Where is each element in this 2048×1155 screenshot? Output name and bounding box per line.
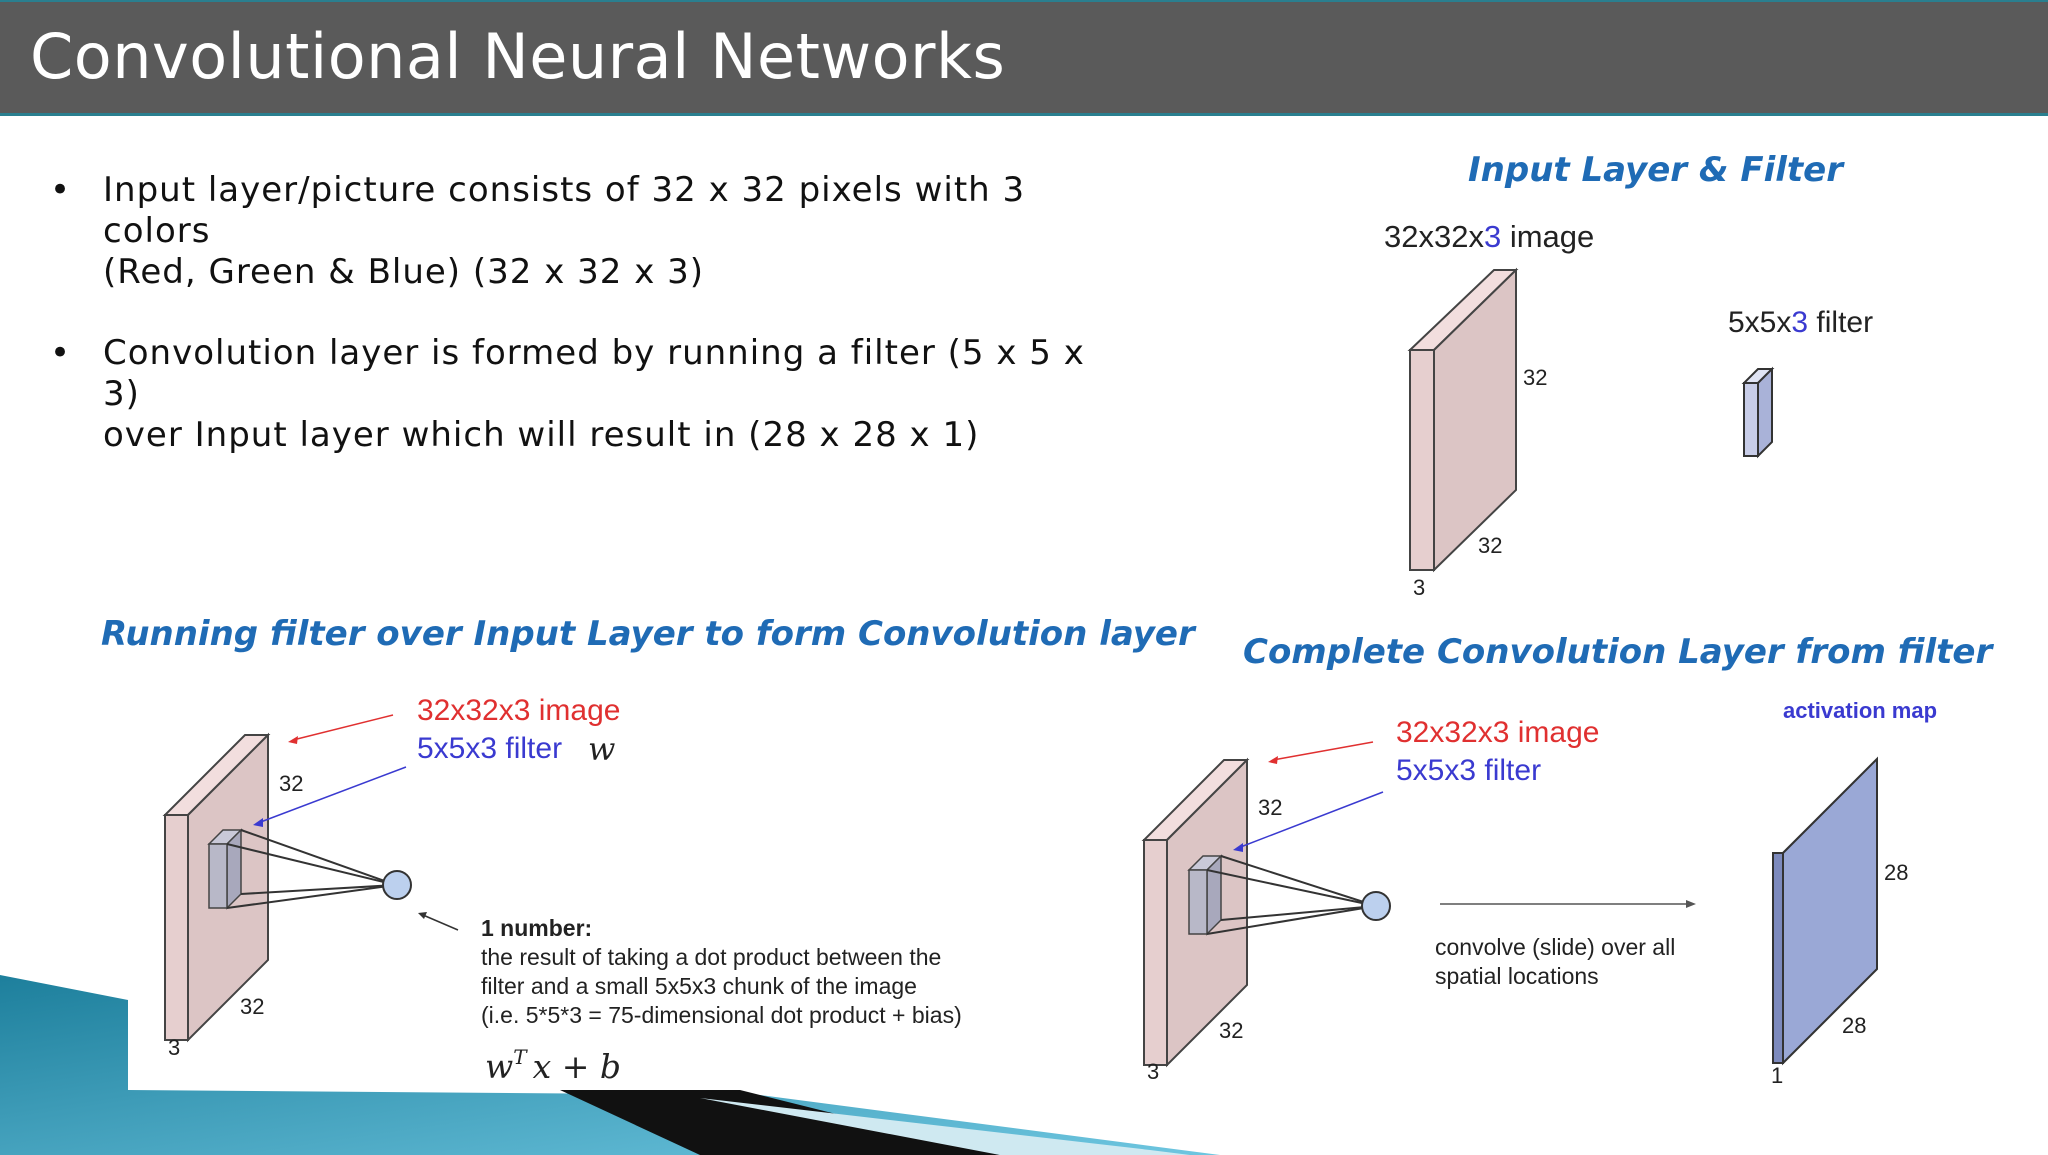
bullet-text-line: over Input layer which will result in (2…	[103, 415, 980, 455]
bullet-text-line: (Red, Green & Blue) (32 x 32 x 3)	[103, 252, 705, 292]
caption-complete-layer: Complete Convolution Layer from filter	[1243, 632, 1993, 672]
fig3-act-width-label: 28	[1842, 1013, 1866, 1038]
bullet-text-line: Input layer/picture consists of 32 x 32 …	[103, 170, 1026, 251]
fig2-filter-pointer	[257, 766, 407, 824]
fig2-filter-label: 5x5x3 filter	[417, 732, 562, 765]
fig2-image-pointer	[292, 714, 394, 741]
fig2-filter-side	[226, 828, 242, 910]
fig3-slide-text: convolve (slide) over all	[1435, 934, 1675, 960]
fig1-image-label: 32x32x3 image	[1384, 219, 1594, 254]
fig2-image-label: 32x32x3 image	[417, 694, 620, 727]
fig2-height-label: 32	[279, 771, 303, 796]
fig2-filter-front	[208, 843, 228, 909]
fig3-width-label: 32	[1219, 1018, 1243, 1043]
fig2-note-line: (i.e. 5*5*3 = 75-dimensional dot product…	[481, 1002, 962, 1028]
fig2-depth-label: 3	[168, 1035, 180, 1060]
figure-complete-layer: 32x32x3 image 5x5x3 filter 32 32 3 convo…	[1130, 690, 2010, 1100]
fig2-volume-front	[164, 814, 189, 1041]
fig1-height-label: 32	[1523, 365, 1547, 390]
fig3-filter-side	[1206, 854, 1222, 936]
bullet-item: • Convolution layer is formed by running…	[50, 333, 1110, 456]
caption-input-filter: Input Layer & Filter	[1468, 150, 1843, 190]
fig2-note-title: 1 number:	[481, 915, 592, 941]
fig3-filter-label: 5x5x3 filter	[1396, 754, 1541, 787]
fig3-activation-label: activation map	[1783, 698, 1937, 723]
title-bar: Convolutional Neural Networks	[0, 0, 2048, 116]
fig3-activation-front	[1772, 852, 1784, 1064]
fig3-output-neuron	[1361, 891, 1391, 921]
fig2-filter-symbol: w	[588, 730, 615, 768]
fig1-width-label: 32	[1478, 533, 1502, 558]
fig1-volume-front	[1409, 349, 1435, 571]
bullet-dot-icon: •	[50, 170, 72, 210]
fig3-image-pointer	[1272, 741, 1374, 761]
fig2-width-label: 32	[240, 994, 264, 1019]
fig2-note-line: filter and a small 5x5x3 chunk of the im…	[481, 973, 917, 999]
fig2-number-pointer	[422, 914, 459, 931]
fig3-depth-label: 3	[1147, 1059, 1159, 1084]
figure-running-filter: 32x32x3 image 5x5x3 filter w 32 32 3 1 n…	[128, 660, 1028, 1090]
fig3-filter-front	[1188, 869, 1208, 935]
fig2-note-line: the result of taking a dot product betwe…	[481, 944, 941, 970]
fig1-depth-label: 3	[1413, 575, 1425, 600]
fig3-projection-lines	[1206, 855, 1377, 935]
bullet-list: • Input layer/picture consists of 32 x 3…	[50, 170, 1110, 496]
fig3-height-label: 32	[1258, 795, 1282, 820]
fig3-act-height-label: 28	[1884, 860, 1908, 885]
figure-input-filter: 32x32x3 image 32 32 3 5x5x3 filter	[1384, 219, 1873, 600]
bullet-text-line: Convolution layer is formed by running a…	[103, 333, 1085, 414]
fig2-output-neuron	[382, 870, 412, 900]
fig1-filter-label: 5x5x3 filter	[1728, 306, 1873, 339]
fig3-slide-text: spatial locations	[1435, 963, 1599, 989]
fig1-filter-front	[1743, 382, 1759, 457]
bullet-item: • Input layer/picture consists of 32 x 3…	[50, 170, 1110, 293]
fig3-image-label: 32x32x3 image	[1396, 716, 1599, 749]
slide-title: Convolutional Neural Networks	[30, 20, 1006, 93]
bullet-dot-icon: •	[50, 333, 72, 373]
fig3-volume-front	[1143, 839, 1168, 1066]
caption-running-filter: Running filter over Input Layer to form …	[101, 614, 1195, 654]
fig3-filter-pointer	[1237, 791, 1384, 849]
fig3-act-depth-label: 1	[1771, 1063, 1783, 1088]
fig2-projection-lines	[226, 829, 397, 909]
fig1-filter-side	[1757, 366, 1773, 459]
